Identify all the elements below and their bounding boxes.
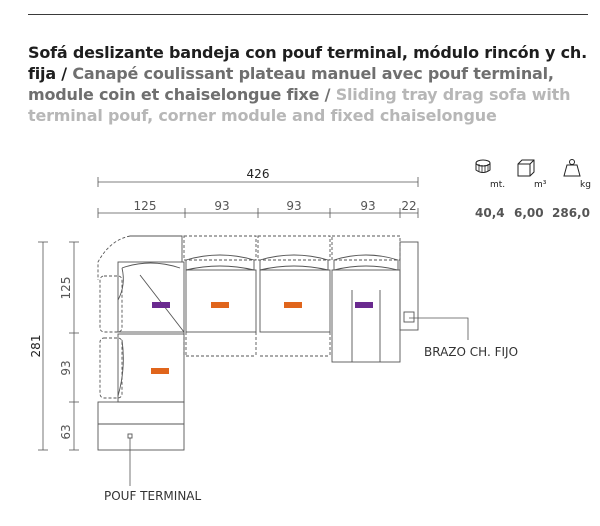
depth-segment-2: 93 bbox=[59, 360, 73, 375]
vertical-dimensions bbox=[38, 241, 79, 451]
title-english: Sliding tray drag sofa with terminal pou… bbox=[28, 85, 571, 125]
spec-weight-value: 286,0 bbox=[552, 206, 590, 220]
tape-measure-icon bbox=[475, 159, 491, 173]
spec-length-unit: mt. bbox=[490, 180, 506, 190]
total-width-label: 426 bbox=[247, 167, 270, 181]
chaiselongue-module bbox=[331, 235, 401, 363]
spec-volume-value: 6,00 bbox=[514, 206, 544, 220]
title-spanish: Sofá deslizante bandeja con pouf termina… bbox=[28, 43, 587, 83]
spec-weight: kg 286,0 bbox=[552, 158, 600, 228]
left-seat-module bbox=[99, 333, 185, 403]
back-module-1 bbox=[183, 235, 257, 357]
depth-segment-3: 63 bbox=[59, 424, 73, 439]
fixed-arm bbox=[399, 241, 419, 331]
cube-icon bbox=[517, 159, 535, 177]
weight-icon bbox=[563, 159, 581, 177]
horizontal-dimensions bbox=[97, 177, 419, 218]
top-rule bbox=[28, 14, 588, 15]
marker-orange-2 bbox=[284, 302, 302, 308]
width-segment-2: 93 bbox=[214, 199, 229, 213]
total-depth-label: 281 bbox=[29, 335, 43, 358]
sofa-plan bbox=[97, 235, 419, 451]
marker-purple-chaise bbox=[355, 302, 373, 308]
spec-length: mt. 40,4 bbox=[468, 158, 508, 228]
title-french: Canapé coulissant plateau manuel avec po… bbox=[28, 64, 554, 104]
spec-weight-unit: kg bbox=[580, 180, 591, 190]
back-module-2 bbox=[257, 235, 331, 357]
depth-segment-1: 125 bbox=[59, 277, 73, 300]
fixed-arm-label: BRAZO CH. FIJO bbox=[424, 345, 518, 359]
marker-orange-1 bbox=[211, 302, 229, 308]
marker-purple-corner bbox=[152, 302, 170, 308]
width-segment-1: 125 bbox=[134, 199, 157, 213]
spec-volume: m³ 6,00 bbox=[512, 158, 552, 228]
callout-lines bbox=[129, 317, 469, 486]
width-segment-3: 93 bbox=[286, 199, 301, 213]
product-title: Sofá deslizante bandeja con pouf termina… bbox=[28, 42, 588, 126]
spec-length-value: 40,4 bbox=[475, 206, 505, 220]
spec-volume-unit: m³ bbox=[534, 180, 547, 190]
terminal-pouf bbox=[97, 401, 185, 451]
width-segment-5: 22 bbox=[401, 199, 416, 213]
marker-orange-left bbox=[151, 368, 169, 374]
specs-panel: mt. 40,4 m³ 6,00 kg 286,0 bbox=[462, 158, 598, 228]
corner-module bbox=[97, 235, 185, 356]
width-segment-4: 93 bbox=[360, 199, 375, 213]
terminal-pouf-label: POUF TERMINAL bbox=[104, 489, 202, 503]
